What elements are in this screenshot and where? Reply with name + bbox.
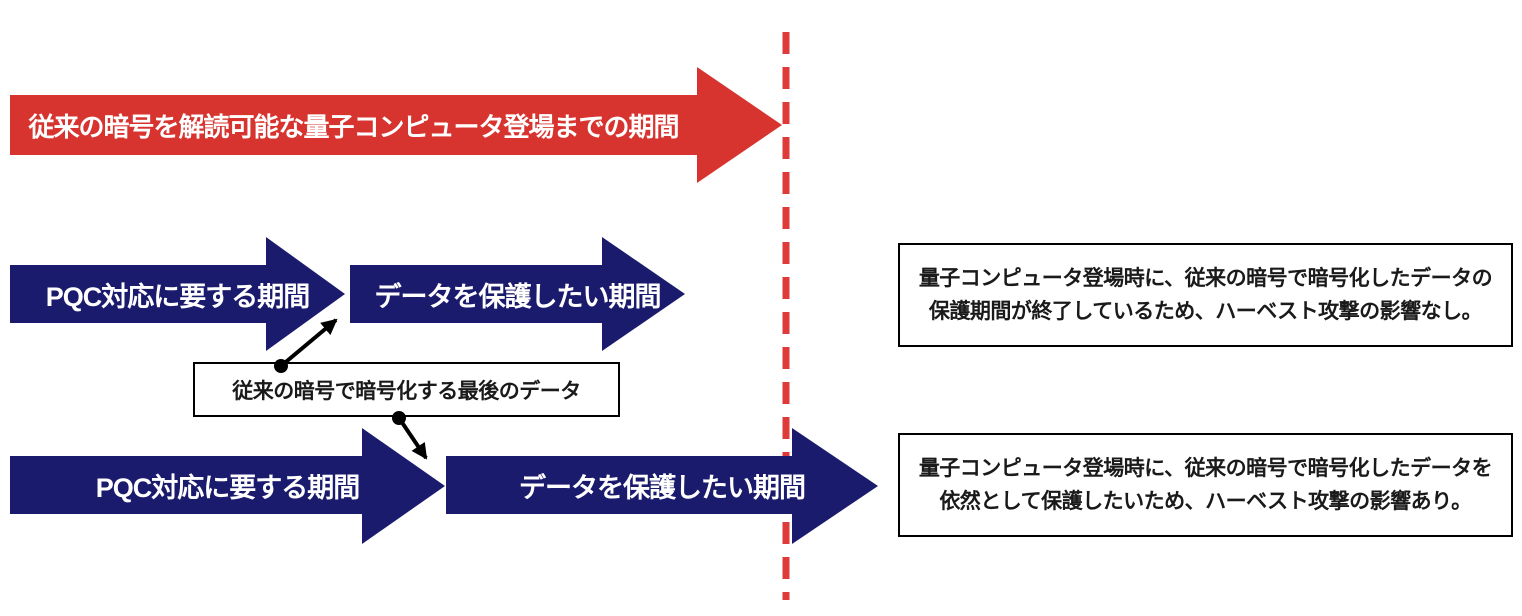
no-impact-note-box: 量子コンピュータ登場時に、従来の暗号で暗号化したデータの 保護期間が終了している…: [898, 243, 1513, 347]
last-data-callout-box: 従来の暗号で暗号化する最後のデータ: [193, 362, 620, 417]
quantum-period-arrow-head: [697, 67, 782, 183]
safe-protect-arrow-head: [602, 237, 685, 351]
risk-protect-arrow-label: データを保護したい期間: [519, 472, 806, 503]
impact-note-line1: 量子コンピュータ登場時に、従来の暗号で暗号化したデータを: [918, 457, 1493, 480]
safe-pqc-arrow-label: PQC対応に要する期間: [45, 281, 311, 312]
impact-note-box: 量子コンピュータ登場時に、従来の暗号で暗号化したデータを 依然として保護したいた…: [898, 433, 1513, 537]
last-data-callout-label: 従来の暗号で暗号化する最後のデータ: [232, 379, 581, 403]
quantum-period-arrow-body: [10, 95, 697, 155]
impact-note-line2: 依然として保護したいため、ハーベスト攻撃の影響あり。: [939, 490, 1472, 513]
risk-protect-arrow-body: [446, 456, 792, 514]
safe-pqc-arrow-body: [10, 265, 266, 323]
risk-protect-arrow-head: [792, 428, 878, 544]
safe-protect-arrow-body: [350, 265, 602, 323]
risk-pqc-arrow-label: PQC対応に要する期間: [95, 472, 361, 503]
no-impact-note-line1: 量子コンピュータ登場時に、従来の暗号で暗号化したデータの: [918, 267, 1493, 290]
safe-protect-arrow-label: データを保護したい期間: [374, 281, 662, 312]
no-impact-note-line2: 保護期間が終了しているため、ハーベスト攻撃の影響なし。: [928, 300, 1483, 323]
risk-pqc-arrow-body: [10, 456, 362, 514]
quantum-period-arrow-label: 従来の暗号を解読可能な量子コンピュータ登場までの期間: [28, 111, 679, 142]
